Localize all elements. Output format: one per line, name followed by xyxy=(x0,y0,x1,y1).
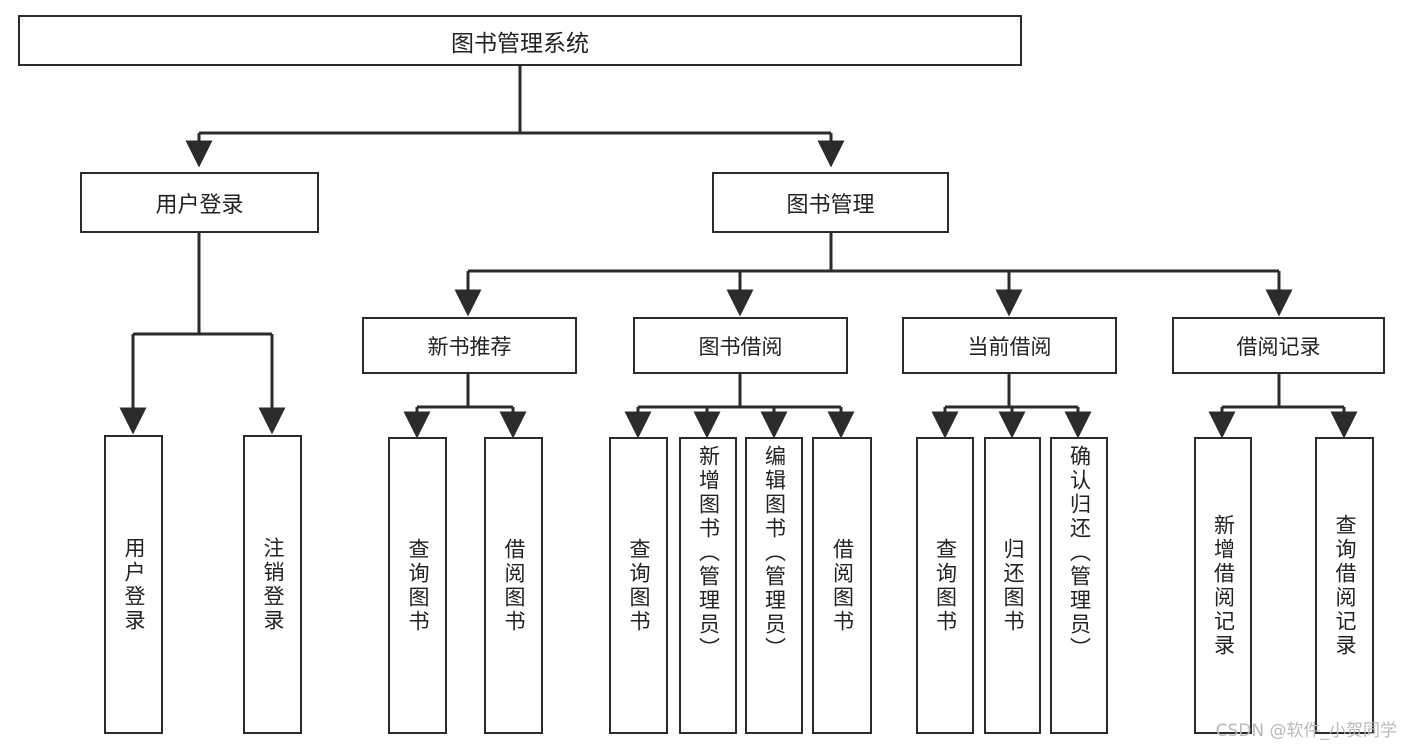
leaf-label: 新增图书（管理员） xyxy=(696,445,721,661)
node-user-login[interactable]: 用户登录 xyxy=(80,172,319,233)
leaf-label: 查询借阅记录 xyxy=(1333,513,1357,658)
leaf-current-confirm-return-admin[interactable]: 确认归还（管理员） xyxy=(1050,437,1108,734)
node-label: 当前借阅 xyxy=(967,334,1052,359)
leaf-label: 注销登录 xyxy=(261,536,285,633)
node-label: 图书管理系统 xyxy=(451,30,589,57)
node-label: 图书借阅 xyxy=(698,334,783,359)
leaf-label: 查询图书 xyxy=(933,537,958,634)
leaf-recommend-borrow-book[interactable]: 借阅图书 xyxy=(484,437,543,734)
leaf-recommend-query-book[interactable]: 查询图书 xyxy=(388,437,447,734)
node-root-system[interactable]: 图书管理系统 xyxy=(18,15,1022,66)
leaf-user-logout[interactable]: 注销登录 xyxy=(243,435,302,734)
leaf-borrow-query-book[interactable]: 查询图书 xyxy=(609,437,668,734)
node-label: 新书推荐 xyxy=(427,334,512,359)
node-label: 用户登录 xyxy=(155,192,244,218)
leaf-user-login[interactable]: 用户登录 xyxy=(104,435,163,734)
leaf-label: 新增借阅记录 xyxy=(1211,513,1236,658)
leaf-label: 借阅图书 xyxy=(830,537,855,634)
leaf-label: 归还图书 xyxy=(1001,537,1025,634)
leaf-label: 确认归还（管理员） xyxy=(1067,445,1092,661)
leaf-record-add-record[interactable]: 新增借阅记录 xyxy=(1194,437,1252,734)
leaf-borrow-add-book-admin[interactable]: 新增图书（管理员） xyxy=(679,437,737,734)
node-borrow-records[interactable]: 借阅记录 xyxy=(1172,317,1385,374)
node-book-management[interactable]: 图书管理 xyxy=(712,172,949,233)
leaf-label: 编辑图书（管理员） xyxy=(762,445,787,661)
leaf-label: 查询图书 xyxy=(406,537,430,634)
node-book-borrow[interactable]: 图书借阅 xyxy=(633,317,848,374)
leaf-record-query-record[interactable]: 查询借阅记录 xyxy=(1315,437,1374,734)
node-label: 图书管理 xyxy=(786,192,875,218)
leaf-label: 借阅图书 xyxy=(502,537,526,634)
node-current-borrow[interactable]: 当前借阅 xyxy=(902,317,1117,374)
watermark: CSDN @软件_小贺同学 xyxy=(1215,721,1397,741)
leaf-borrow-borrow-book[interactable]: 借阅图书 xyxy=(812,437,872,734)
node-label: 借阅记录 xyxy=(1236,334,1321,359)
leaf-current-return-book[interactable]: 归还图书 xyxy=(984,437,1041,734)
leaf-borrow-edit-book-admin[interactable]: 编辑图书（管理员） xyxy=(745,437,803,734)
leaf-label: 查询图书 xyxy=(627,537,651,634)
leaf-current-query-book[interactable]: 查询图书 xyxy=(916,437,974,734)
leaf-label: 用户登录 xyxy=(122,536,146,633)
node-new-book-recommend[interactable]: 新书推荐 xyxy=(362,317,577,374)
